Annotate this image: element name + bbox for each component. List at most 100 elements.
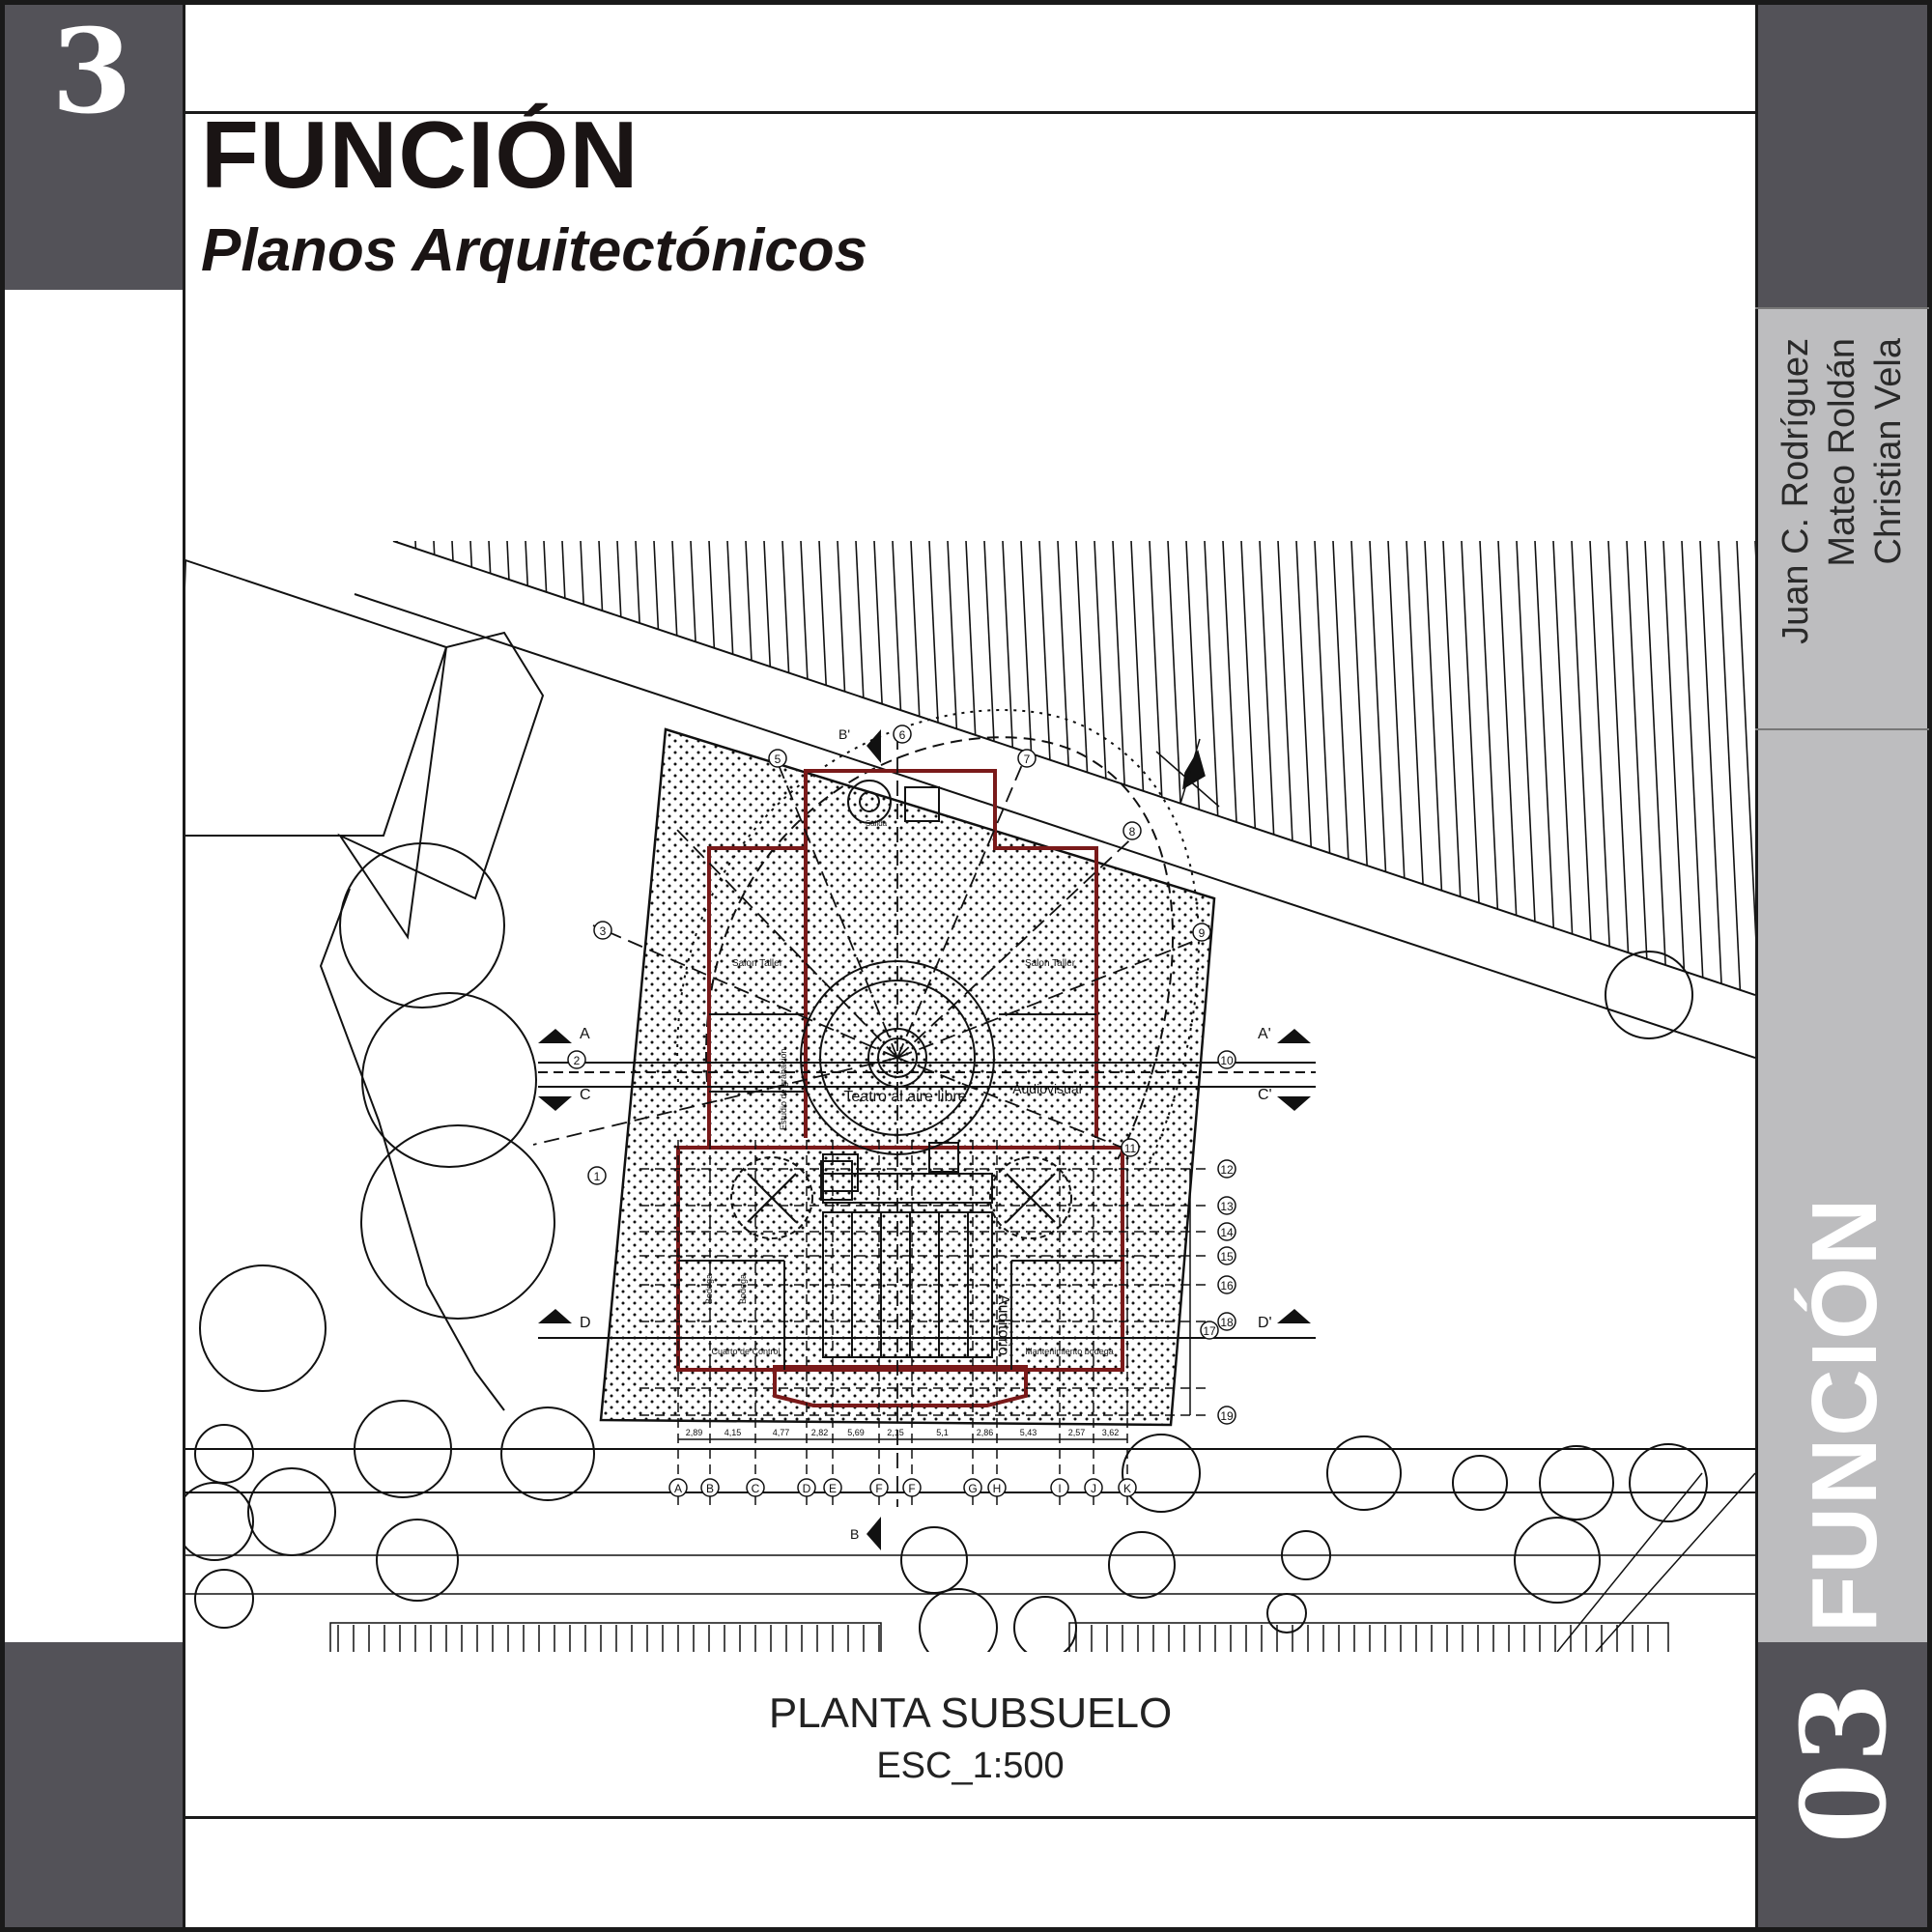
axis-letter-bubble: F: [869, 1478, 889, 1497]
dimension-label: 4,15: [724, 1428, 742, 1437]
hatch-line: [1350, 541, 1377, 995]
skylight: [730, 1156, 813, 1239]
hatch-line: [1662, 541, 1689, 995]
section-mark: D': [1258, 1315, 1272, 1331]
lot-outline: [185, 558, 448, 837]
dimension-label: 2,15: [887, 1428, 904, 1437]
authors-panel: [1758, 309, 1927, 729]
side-page-number: 03: [1773, 1662, 1918, 1864]
number-panel: [1758, 1642, 1927, 1927]
axis-letter-bubble: D: [797, 1478, 816, 1497]
hatch-line: [1277, 541, 1303, 995]
page-title: FUNCIÓN: [201, 101, 639, 208]
section-mark: D: [580, 1315, 591, 1331]
axis-number-bubble: 14: [1217, 1222, 1236, 1241]
stair-block: [822, 1153, 859, 1192]
road-curve: [1556, 1472, 1703, 1652]
hatch-line: [1314, 541, 1340, 995]
axis-number-bubble: 12: [1217, 1159, 1236, 1179]
section-panel: [1758, 729, 1927, 1642]
dimension-label: 3,62: [1102, 1428, 1120, 1437]
tree-circle: [1452, 1455, 1508, 1511]
right-divider: [1755, 0, 1758, 1932]
plan-labels: Salon Taller Salon Taller Teatro al aire…: [580, 726, 1272, 1542]
dimension-label: 2,57: [1068, 1428, 1086, 1437]
hatch-line: [1571, 541, 1597, 995]
hatch-line: [1332, 541, 1358, 995]
axis-letter-label: F: [875, 1482, 882, 1495]
street-edge: [392, 541, 1755, 996]
dimension-label: 5,43: [1020, 1428, 1037, 1437]
hatch-line: [561, 541, 587, 995]
tree-circle: [199, 1264, 327, 1392]
dimension-label: 5,1: [936, 1428, 949, 1437]
axis-number-bubble: 19: [1217, 1406, 1236, 1425]
tree-circle: [1266, 1593, 1307, 1634]
axis-letter-label: E: [829, 1482, 837, 1495]
axis-number-bubble: 9: [1192, 923, 1211, 942]
room-label: Estudio de grabacion: [779, 1048, 788, 1130]
right-panel-rule-2: [1755, 728, 1929, 730]
axis-letter-label: H: [993, 1482, 1002, 1495]
axis-letter-bubble: G: [963, 1478, 982, 1497]
road-curve: [1595, 1472, 1755, 1652]
axis-number-label: 3: [600, 924, 607, 938]
hatch-line: [1552, 541, 1578, 995]
section-mark: C: [580, 1087, 591, 1103]
sidewalk-edge: [354, 593, 1755, 1059]
hatch-line: [393, 541, 404, 995]
room-label: Salon Taller: [732, 958, 783, 969]
axis-number-bubble: 7: [1017, 749, 1037, 768]
bottom-hatch: [329, 1622, 1669, 1652]
hatch-line: [1699, 541, 1725, 995]
tree-circle: [500, 1406, 595, 1501]
hatch-line: [451, 541, 477, 995]
axis-letter-label: B: [706, 1482, 714, 1495]
section-mark: A: [580, 1026, 590, 1042]
lot-outline-2: [337, 631, 545, 940]
axis-number-label: 6: [899, 728, 906, 742]
spiral-stair: [847, 780, 892, 824]
tree-circle: [1539, 1445, 1614, 1520]
arc-dotted: [676, 709, 1200, 1170]
hatch-line: [1259, 541, 1285, 995]
axis-number-bubble: 1: [587, 1166, 607, 1185]
room-label: Mantenimiento bodega: [1025, 1347, 1114, 1356]
side-number-text: 03: [1776, 1682, 1913, 1844]
tree-circle: [361, 992, 537, 1168]
tree-circle: [919, 1588, 998, 1652]
author-name: Juan C. Rodríguez: [1776, 338, 1816, 644]
axis-letter-bubble: E: [823, 1478, 842, 1497]
axis-number-label: 7: [1024, 753, 1031, 766]
hatch-line: [1295, 541, 1321, 995]
hatch-line: [1497, 541, 1523, 995]
axis-number-label: 1: [594, 1170, 601, 1183]
dimension-label: 2,82: [811, 1428, 829, 1437]
axis-number-label: 2: [574, 1054, 581, 1067]
axis-letter-bubble: A: [668, 1478, 688, 1497]
section-mark: B: [850, 1526, 859, 1542]
room-label: Cuarto de Control: [711, 1347, 780, 1356]
tree-circle: [185, 1482, 254, 1561]
side-section-text: FUNCIÓN: [1793, 1196, 1896, 1633]
dimension-label: 2,89: [686, 1428, 703, 1437]
header-rule: [183, 111, 1757, 114]
chapter-tab: [5, 5, 184, 290]
tree-circle: [339, 842, 505, 1009]
axis-letter-label: K: [1123, 1482, 1131, 1495]
axis-number-label: 17: [1203, 1324, 1216, 1338]
axis-number-bubble: 3: [593, 921, 612, 940]
axis-letter-label: I: [1058, 1482, 1061, 1495]
footer-rule: [183, 1816, 1757, 1819]
hatch-line: [1644, 541, 1670, 995]
tree-circle: [1013, 1596, 1077, 1652]
plan-caption: PLANTA SUBSUELO: [768, 1690, 1173, 1737]
axis-letter-label: G: [968, 1482, 977, 1495]
section-markers: [538, 729, 1311, 1550]
hatch-line: [1718, 541, 1744, 995]
tree-circle: [194, 1569, 254, 1629]
axis-number-label: 15: [1220, 1250, 1234, 1264]
hatch-line: [1626, 541, 1652, 995]
